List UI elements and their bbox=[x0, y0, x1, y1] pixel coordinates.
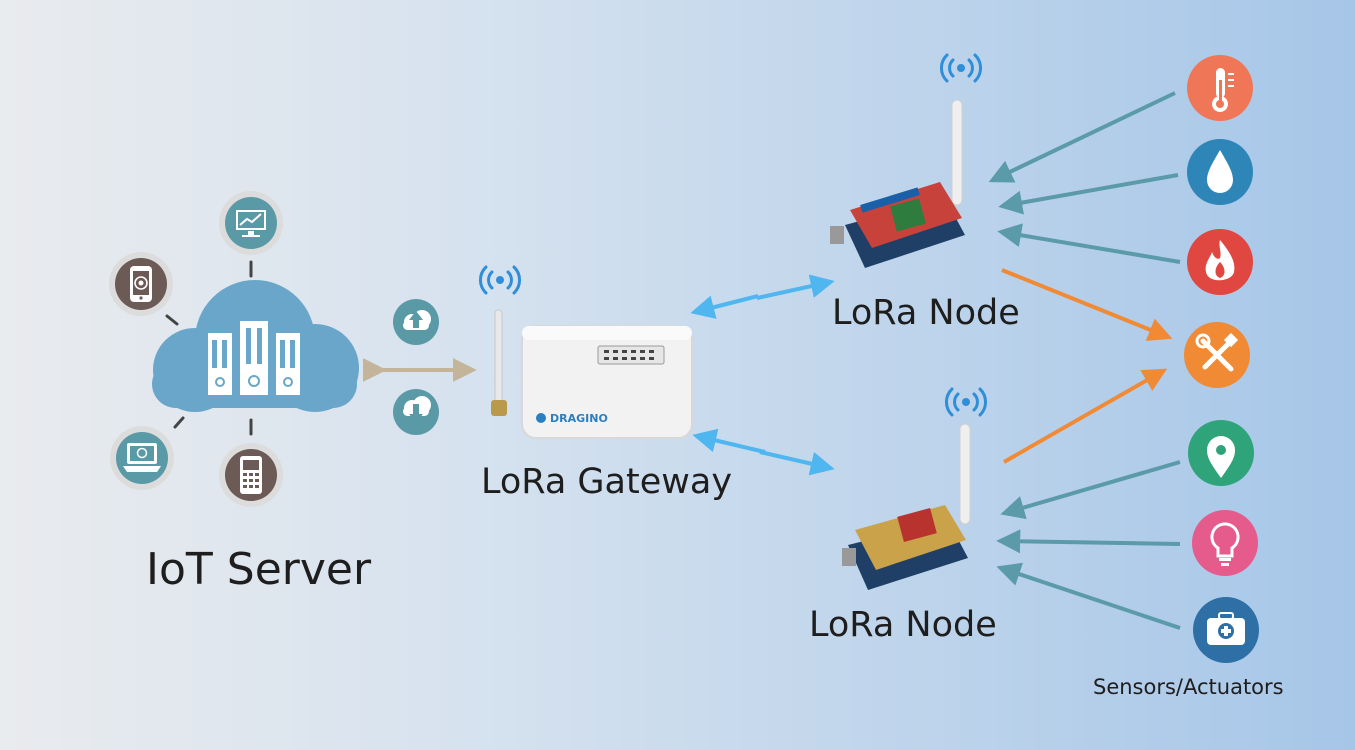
iot-server-cluster bbox=[109, 191, 359, 507]
water-drop-icon bbox=[1187, 139, 1253, 205]
server-racks-icon bbox=[206, 319, 302, 397]
cloud-upload-icon bbox=[393, 299, 439, 345]
gateway-brand: DRAGINO bbox=[550, 412, 608, 425]
lora-node-1-label: LoRa Node bbox=[832, 293, 1020, 333]
thermometer-icon bbox=[1187, 55, 1253, 121]
lora-node-1-device bbox=[830, 53, 982, 268]
actuator-arrows bbox=[1001, 268, 1173, 464]
cloud-download-icon bbox=[393, 389, 439, 435]
wireless-signal-icon bbox=[479, 265, 521, 295]
smartphone-icon bbox=[109, 252, 173, 316]
monitor-chart-icon bbox=[219, 191, 283, 255]
sensor-arrows bbox=[988, 91, 1181, 630]
feature-phone-icon bbox=[219, 443, 283, 507]
lora-gateway-device: DRAGINO bbox=[479, 265, 693, 439]
location-pin-icon bbox=[1188, 420, 1254, 486]
wireless-signal-icon bbox=[945, 387, 987, 417]
light-bulb-icon bbox=[1192, 510, 1258, 576]
laptop-icon bbox=[110, 426, 174, 490]
first-aid-kit-icon bbox=[1193, 597, 1259, 663]
iot-server-label: IoT Server bbox=[146, 544, 372, 595]
lora-node-2-device bbox=[842, 387, 987, 590]
server-gateway-link bbox=[362, 299, 477, 435]
wireless-signal-icon bbox=[940, 53, 982, 83]
fire-icon bbox=[1187, 229, 1253, 295]
radio-links bbox=[690, 274, 835, 476]
sensors-actuators-label: Sensors/Actuators bbox=[1093, 675, 1284, 699]
tools-icon bbox=[1184, 322, 1250, 388]
lora-node-2-label: LoRa Node bbox=[809, 605, 997, 645]
lora-gateway-label: LoRa Gateway bbox=[481, 462, 733, 502]
